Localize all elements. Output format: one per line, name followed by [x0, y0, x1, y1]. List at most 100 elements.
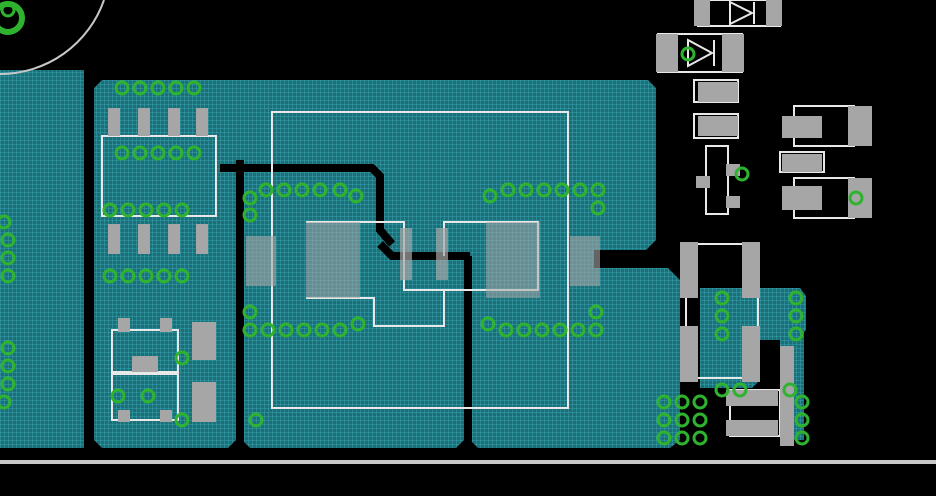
via	[332, 182, 348, 198]
via	[714, 382, 730, 398]
via	[186, 145, 202, 161]
pad	[168, 224, 180, 254]
via	[0, 394, 12, 410]
via	[674, 412, 690, 428]
via	[590, 182, 606, 198]
via	[788, 326, 804, 342]
diode-symbol-2	[687, 38, 715, 68]
via	[482, 188, 498, 204]
pad	[726, 196, 740, 208]
via	[734, 166, 750, 182]
via	[692, 430, 708, 446]
pad	[400, 228, 412, 280]
via	[260, 322, 276, 338]
pad	[742, 326, 760, 382]
via	[714, 290, 730, 306]
via	[714, 308, 730, 324]
copper-pour-left-strip[interactable]	[0, 70, 84, 448]
via	[656, 412, 672, 428]
via-layer	[0, 1, 864, 446]
via	[174, 268, 190, 284]
via	[150, 80, 166, 96]
pad	[132, 356, 158, 372]
via	[794, 394, 810, 410]
via	[138, 268, 154, 284]
pad	[726, 420, 778, 436]
via	[782, 382, 798, 398]
pad	[138, 224, 150, 254]
via	[120, 268, 136, 284]
via	[788, 290, 804, 306]
via	[788, 308, 804, 324]
via	[168, 145, 184, 161]
pad	[698, 82, 738, 102]
via	[174, 202, 190, 218]
via	[588, 322, 604, 338]
via	[186, 80, 202, 96]
pad	[726, 390, 778, 406]
via	[138, 202, 154, 218]
clearance-cut-top	[220, 164, 396, 247]
via	[348, 188, 364, 204]
via	[692, 394, 708, 410]
via	[258, 182, 274, 198]
pad-layer	[108, 0, 872, 446]
cap-outline-right	[685, 243, 759, 379]
via	[692, 412, 708, 428]
via	[518, 182, 534, 198]
via	[588, 304, 604, 320]
diode-symbols	[687, 0, 755, 68]
pad	[246, 236, 276, 286]
pad	[782, 116, 822, 138]
via	[102, 202, 118, 218]
via	[114, 80, 130, 96]
via	[132, 145, 148, 161]
via	[294, 182, 310, 198]
diode-symbol-top	[729, 0, 755, 26]
via	[656, 394, 672, 410]
pad	[766, 0, 782, 26]
via	[794, 430, 810, 446]
pad	[698, 116, 738, 136]
via	[248, 412, 264, 428]
pad	[168, 108, 180, 136]
via	[0, 340, 16, 356]
via-large	[0, 1, 25, 35]
via	[680, 46, 696, 62]
via	[0, 376, 16, 392]
via	[0, 358, 16, 374]
mounting-hole-outline	[0, 0, 105, 75]
via	[140, 388, 156, 404]
via	[114, 145, 130, 161]
pad	[694, 0, 710, 26]
pad	[848, 178, 872, 218]
via	[242, 190, 258, 206]
pad	[742, 242, 760, 298]
via	[314, 322, 330, 338]
via	[102, 268, 118, 284]
pad	[108, 224, 120, 254]
via	[332, 322, 348, 338]
board-edge-bottom	[0, 460, 936, 464]
pad	[138, 108, 150, 136]
via	[150, 145, 166, 161]
via	[674, 394, 690, 410]
via	[656, 430, 672, 446]
via	[174, 350, 190, 366]
via	[0, 232, 16, 248]
via	[132, 80, 148, 96]
pad	[486, 222, 540, 298]
via	[110, 388, 126, 404]
pad	[118, 318, 130, 332]
pad	[118, 410, 130, 422]
via	[572, 182, 588, 198]
via	[516, 322, 532, 338]
pad	[848, 106, 872, 146]
via	[242, 207, 258, 223]
pad	[656, 34, 678, 72]
via	[536, 182, 552, 198]
pad	[192, 322, 216, 360]
pad	[680, 242, 698, 298]
via	[242, 304, 258, 320]
